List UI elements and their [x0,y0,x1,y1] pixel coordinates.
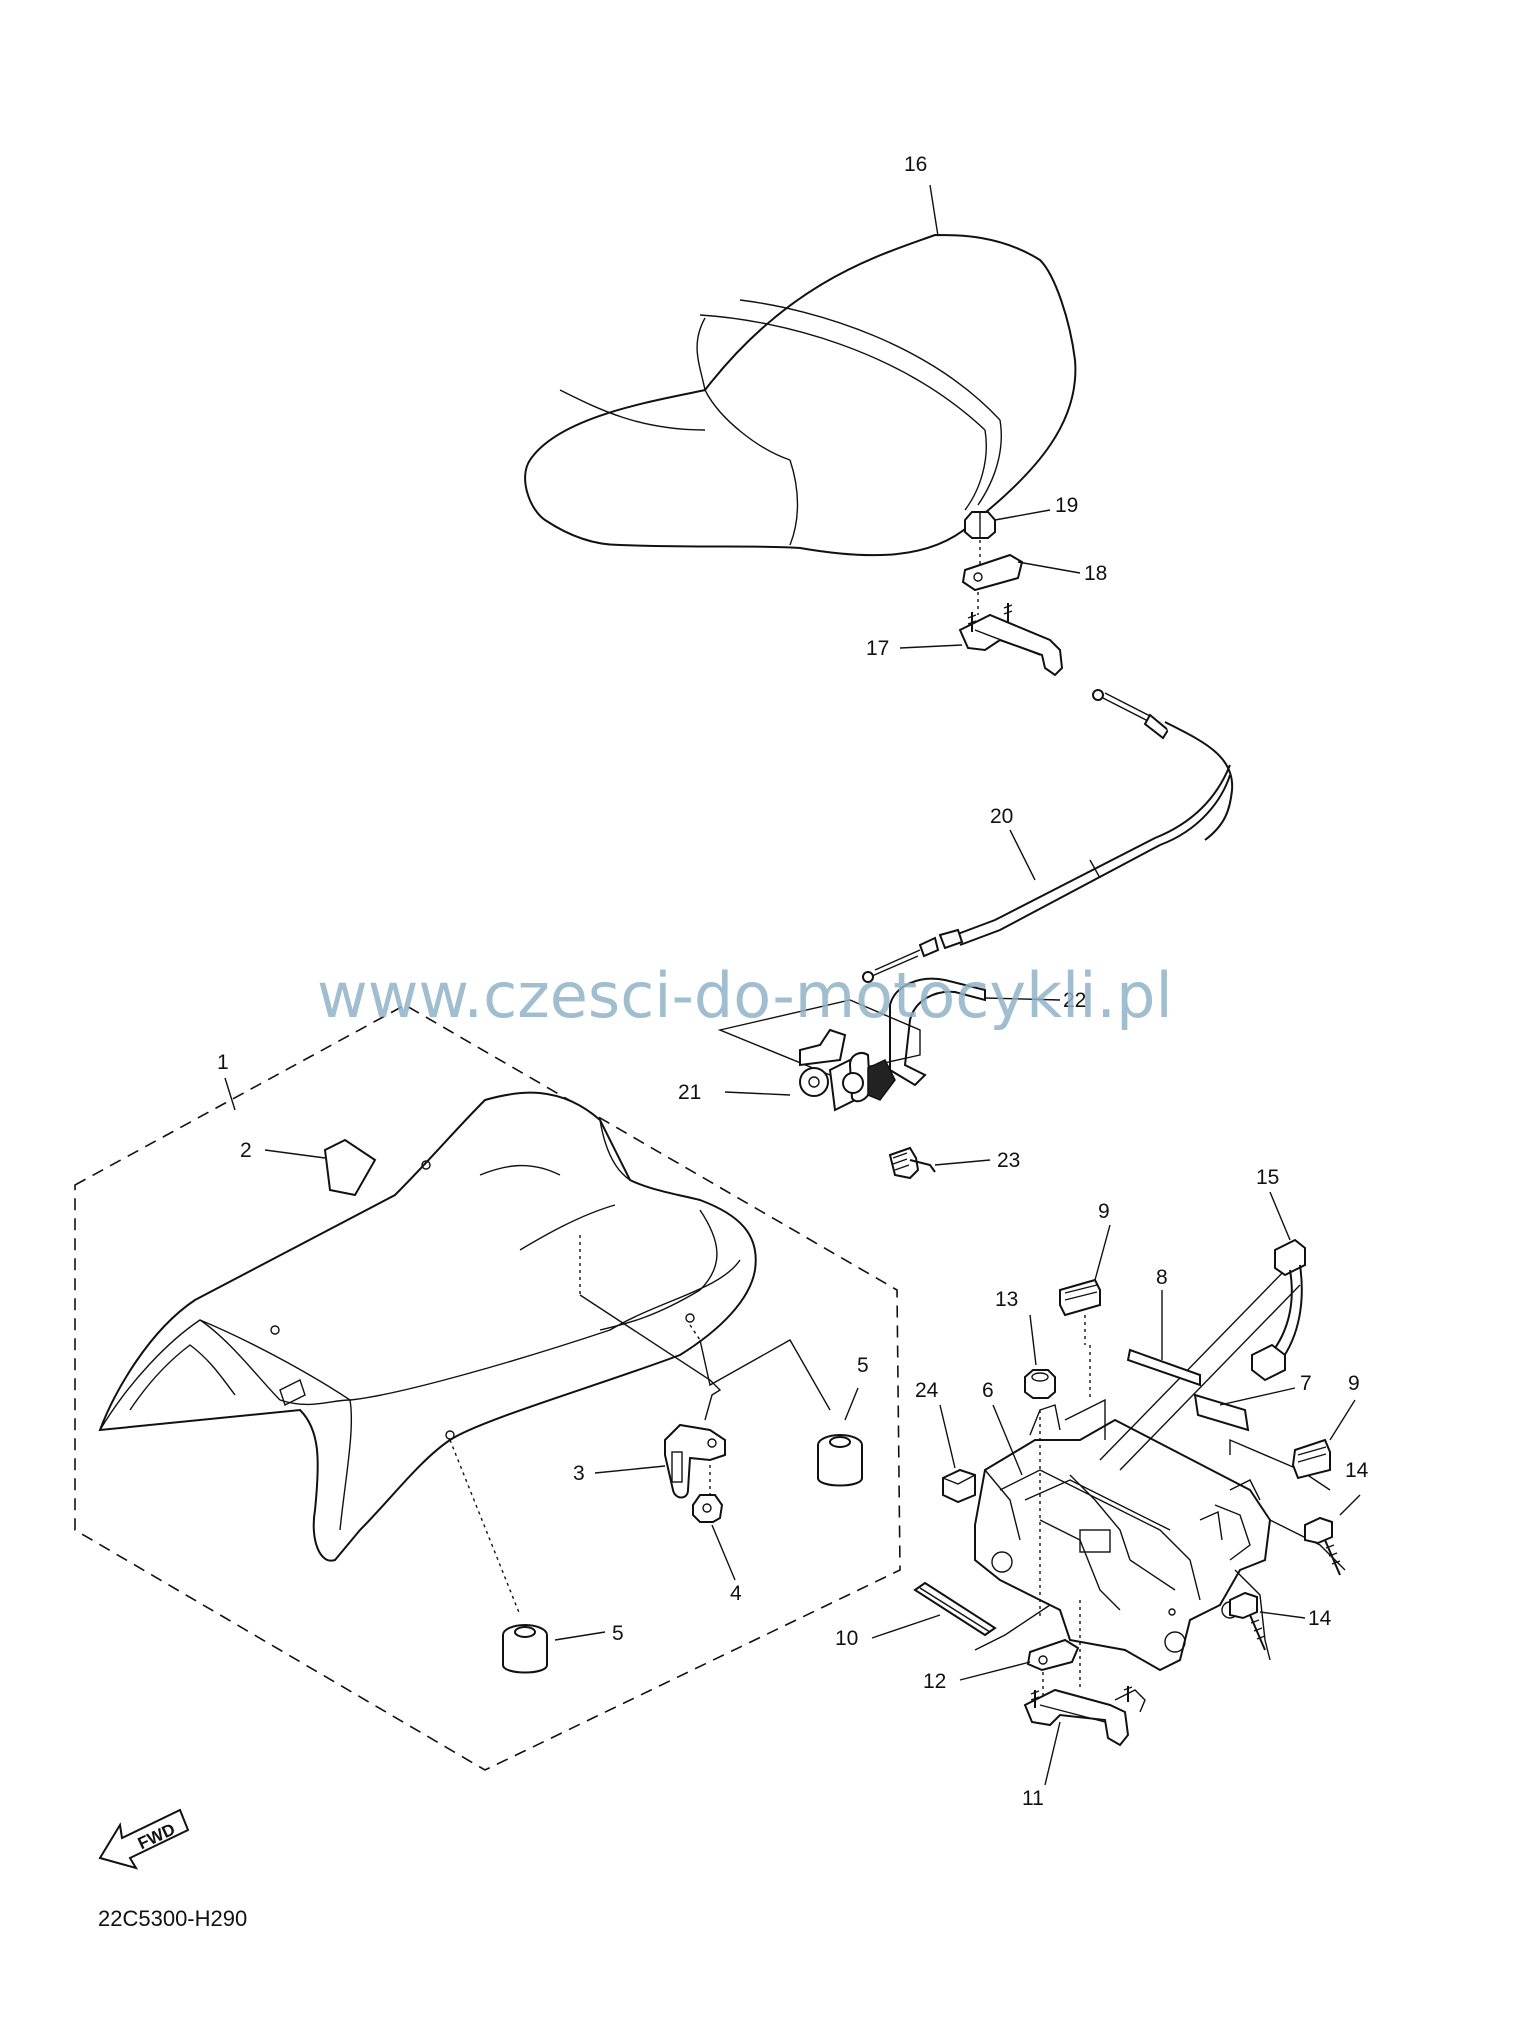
cable-icon[interactable] [862,689,1234,983]
nut-icon[interactable] [692,1494,724,1523]
damper-icon[interactable] [1059,1278,1101,1345]
label-24[interactable]: 24 [915,1379,939,1402]
label-4[interactable]: 4 [730,1582,742,1605]
label-18[interactable]: 18 [1084,562,1107,585]
screw-icon[interactable] [888,1146,936,1180]
label-23[interactable]: 23 [997,1149,1020,1172]
label-21[interactable]: 21 [678,1081,701,1104]
strip-icon[interactable] [1126,1348,1201,1387]
label-9a[interactable]: 9 [1098,1200,1110,1223]
plate-icon[interactable] [961,553,1024,592]
label-10[interactable]: 10 [835,1627,858,1650]
lock-hook-icon[interactable] [958,603,1064,677]
label-11[interactable]: 11 [1022,1787,1044,1810]
watermark: www.czesci-do-motocykli.pl [317,959,1173,1032]
label-16[interactable]: 16 [904,153,927,176]
bolt-icon[interactable] [1304,1516,1341,1576]
label-19[interactable]: 19 [1055,494,1078,517]
label-9b[interactable]: 9 [1348,1372,1360,1395]
damper-icon[interactable] [942,1468,976,1504]
band-icon[interactable] [1251,1238,1306,1382]
emblem-icon[interactable] [323,1138,377,1197]
diagram-code: 22C5300-H290 [98,1906,247,1931]
label-5a[interactable]: 5 [857,1354,869,1377]
bolt-icon[interactable] [1229,1591,1266,1651]
label-7[interactable]: 7 [1300,1372,1312,1395]
fwd-arrow-icon: FWD [98,1808,190,1870]
label-2[interactable]: 2 [240,1139,252,1162]
part-labels: 16 19 18 17 20 22 21 23 1 2 5 3 4 5 15 9… [217,153,1369,1810]
seat-lock-icon[interactable] [717,999,921,1112]
label-15[interactable]: 15 [1256,1166,1279,1189]
bracket-icon[interactable] [664,1423,726,1499]
damper-icon[interactable] [502,1624,548,1674]
rear-seat-icon[interactable] [524,233,1077,557]
nut-icon[interactable] [1024,1369,1056,1399]
label-17[interactable]: 17 [866,637,889,660]
label-6[interactable]: 6 [982,1379,994,1402]
seat-bracket-frame-icon[interactable] [974,1398,1272,1672]
damper-icon[interactable] [817,1434,863,1487]
damper-icon[interactable] [1291,1438,1331,1480]
label-1[interactable]: 1 [217,1051,229,1074]
lock-hook-icon[interactable] [1023,1686,1146,1747]
strip-icon[interactable] [913,1581,997,1637]
label-20[interactable]: 20 [990,805,1013,828]
label-13[interactable]: 13 [995,1288,1018,1311]
bracket-icon[interactable] [889,977,986,1087]
label-3[interactable]: 3 [573,1462,585,1485]
label-12[interactable]: 12 [923,1670,946,1693]
nut-icon[interactable] [964,511,996,539]
plate-icon[interactable] [1026,1638,1080,1672]
strip-icon[interactable] [1193,1393,1250,1432]
label-14a[interactable]: 14 [1345,1459,1369,1482]
label-5b[interactable]: 5 [612,1622,624,1645]
seat-assembly-icon[interactable] [98,1091,757,1562]
label-22[interactable]: 22 [1063,989,1086,1012]
label-14b[interactable]: 14 [1308,1607,1332,1630]
label-8[interactable]: 8 [1156,1266,1168,1289]
